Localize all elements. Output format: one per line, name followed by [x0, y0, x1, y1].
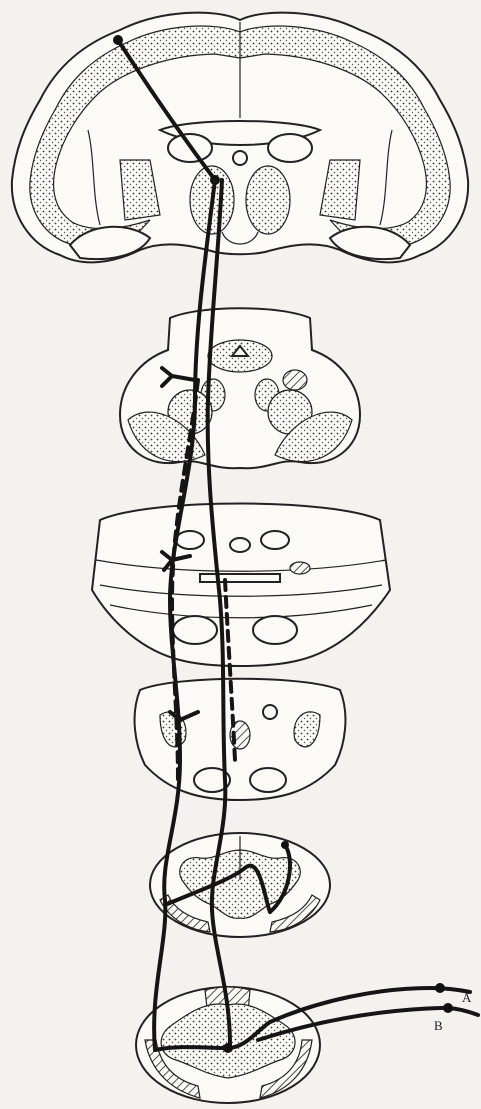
pontine-nucleus-right [253, 616, 297, 644]
lateral-ventricle-right [268, 134, 312, 162]
pons-section [92, 504, 390, 667]
pontine-tegmentum-nucleus-1 [176, 531, 204, 549]
pontine-tegmentum-nucleus-2 [230, 538, 250, 552]
upper-cord-neuron [281, 841, 289, 849]
lemniscus-pons [290, 562, 310, 574]
midbrain-section [120, 308, 360, 468]
medial-lemniscus-right [283, 370, 307, 390]
label-b: B [434, 1018, 443, 1033]
medulla-section [135, 679, 346, 800]
lower-cord-neuron [223, 1043, 233, 1053]
pontine-tegmentum-nucleus-3 [261, 531, 289, 549]
pyramid-right [250, 768, 286, 792]
upper-spinal-cord-section [150, 833, 330, 937]
pons-outline [92, 504, 390, 667]
raphe-pons [200, 574, 280, 582]
dorsal-root-ganglion-A [435, 983, 445, 993]
cerebral-cortex-section [12, 13, 468, 263]
pontine-nucleus-left [173, 616, 217, 644]
third-ventricle [233, 151, 247, 165]
hypoglossal-nucleus [263, 705, 277, 719]
dorsal-root-ganglion-B [443, 1003, 453, 1013]
label-a: A [462, 990, 472, 1005]
cortical-neuron [113, 35, 123, 45]
thalamus-right [246, 166, 290, 234]
